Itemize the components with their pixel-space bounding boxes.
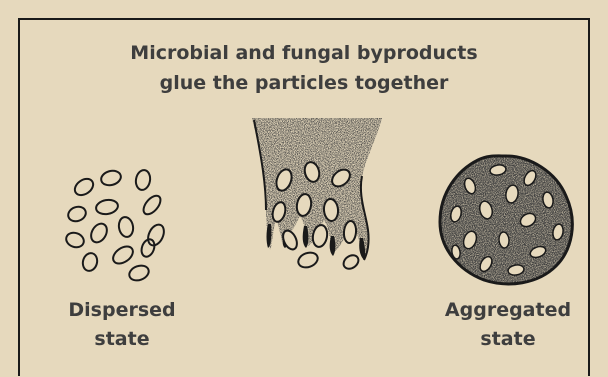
particle — [127, 263, 151, 283]
glue-formation — [252, 118, 382, 272]
aggregate — [440, 156, 572, 284]
dispersed-label-line-2: state — [42, 325, 202, 354]
dispersed-label-line-1: Dispersed — [42, 296, 202, 325]
particle — [145, 222, 167, 248]
aggregated-label-line-2: state — [428, 325, 588, 354]
particle — [134, 169, 151, 191]
particle — [95, 198, 119, 216]
dispersed-particles — [64, 169, 167, 283]
particle — [100, 169, 123, 188]
particle — [110, 243, 136, 267]
particle — [66, 204, 88, 223]
particle — [117, 216, 134, 238]
particle — [88, 221, 110, 245]
particle — [81, 251, 99, 272]
particle — [64, 230, 86, 249]
aggregated-label-line-1: Aggregated — [428, 296, 588, 325]
particle — [139, 237, 156, 258]
loose-particles — [296, 250, 361, 272]
particle — [140, 193, 163, 218]
particle — [72, 176, 96, 199]
